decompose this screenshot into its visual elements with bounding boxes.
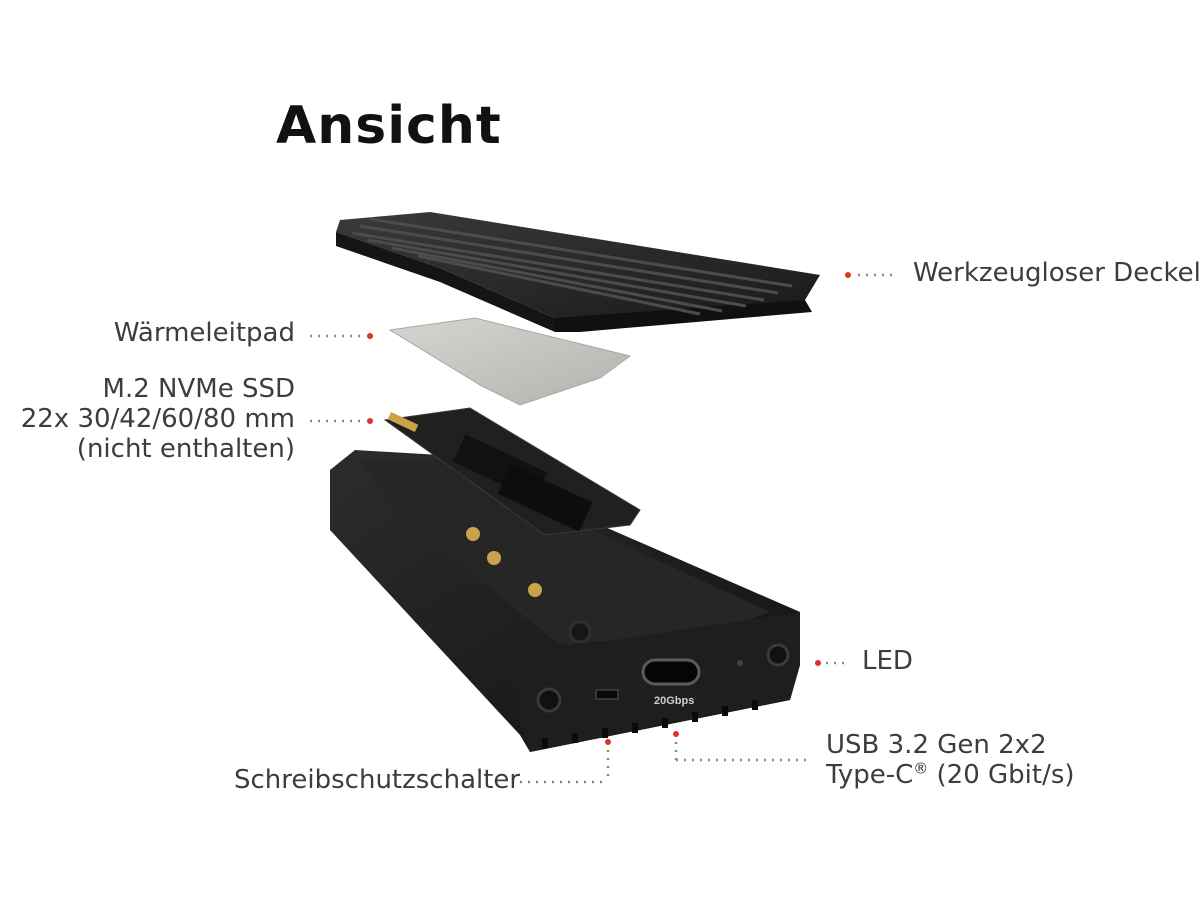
label-thermal-pad: Wärmeleitpad	[113, 318, 295, 348]
usb-speed-text: (20 Gbit/s)	[928, 760, 1075, 790]
thermal-pad	[388, 317, 632, 406]
usb-type-text: Type-C	[826, 760, 914, 790]
label-ssd-line1: M.2 NVMe SSD	[102, 374, 295, 404]
label-ssd-line2: 22x 30/42/60/80 mm	[20, 404, 295, 434]
label-write-protect-switch: Schreibschutzschalter	[234, 765, 521, 795]
label-led: LED	[862, 646, 913, 676]
speed-marking: 20Gbps	[654, 695, 694, 707]
registered-mark: ®	[913, 759, 929, 778]
label-ssd: M.2 NVMe SSD 22x 30/42/60/80 mm (nicht e…	[21, 374, 295, 464]
label-usb-line1: USB 3.2 Gen 2x2	[826, 730, 1047, 760]
enclosure-body	[330, 450, 800, 752]
label-tool-free-lid: Werkzeugloser Deckel	[913, 258, 1200, 288]
m2-ssd	[383, 407, 641, 536]
label-usb-line2: Type-C® (20 Gbit/s)	[826, 760, 1075, 790]
tool-free-lid	[336, 212, 820, 332]
leader-lines	[310, 273, 895, 784]
label-ssd-line3: (nicht enthalten)	[76, 434, 295, 464]
callout-dots	[367, 272, 851, 745]
page-title: Ansicht	[276, 96, 502, 156]
label-usb: USB 3.2 Gen 2x2 Type-C® (20 Gbit/s)	[826, 730, 1075, 790]
